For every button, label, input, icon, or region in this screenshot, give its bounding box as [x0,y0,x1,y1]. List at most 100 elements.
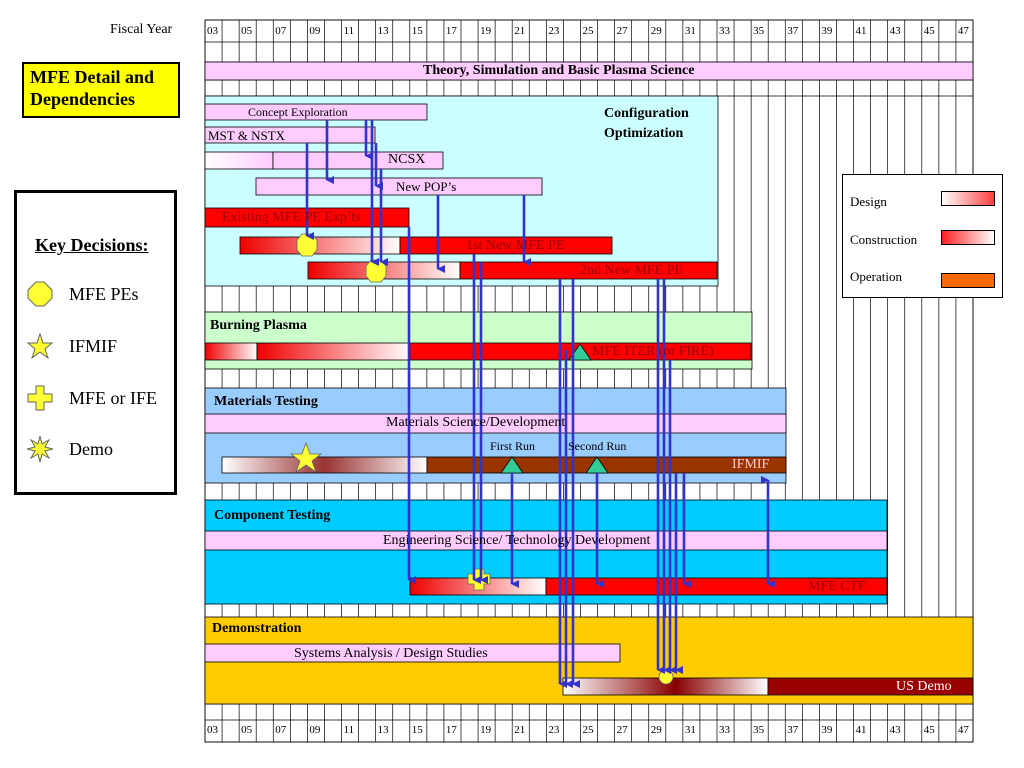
systems-bar [204,643,621,663]
year-tick-label: 47 [957,25,969,37]
sunburst-icon [27,436,53,462]
fiscal-year-label: Fiscal Year [110,22,173,37]
year-tick-label: 17 [445,724,457,736]
pe1-decision-octagon-icon [296,233,318,257]
ctf-label: MFE CTF [808,579,866,594]
legend-swatch-construction [941,230,995,245]
year-tick-label: 27 [616,724,628,736]
year-tick-label: 33 [719,25,730,37]
year-tick-label: 23 [548,724,560,736]
ncsx-design-bar [204,151,274,170]
concept-exploration-label: Concept Exploration [248,105,348,119]
engineering-bar [204,530,888,551]
year-tick-label: 09 [309,724,321,736]
year-tick-label: 37 [787,724,799,736]
concept-exploration-bar [204,103,428,121]
year-tick-label: 33 [719,724,730,736]
year-tick-label: 35 [753,25,765,37]
config-title: Configuration Optimization [604,106,689,141]
ncsx-bar [272,151,444,170]
iter-label: MFE ITER (or FIRE) [592,344,714,359]
pe2-decision-octagon-icon [365,259,387,283]
year-tick-label: 15 [411,25,423,37]
year-tick-label: 31 [684,724,696,736]
legend-label-operation: Operation [850,269,902,284]
theory-bar [204,61,974,81]
iter-construction-bar [256,342,411,361]
pe1-label: 1st New MFE PE [466,238,565,253]
engineering-label: Engineering Science/ Technology Developm… [383,533,651,548]
materials-science-label: Materials Science/Development [386,415,566,430]
year-tick-label: 23 [548,25,560,37]
year-tick-label: 39 [821,25,833,37]
mst-nstx-label: MST & NSTX [208,128,286,143]
year-tick-label: 39 [821,724,833,736]
pe1-operation-bar [399,236,613,255]
demo-decision-sun-icon [658,669,674,685]
key-label-ifmif: IFMIF [69,336,118,356]
year-tick-label: 21 [514,25,526,37]
key-label-mfe-or-ife: MFE or IFE [69,388,158,408]
year-tick-label: 17 [445,25,457,37]
second-run-label: Second Run [568,439,627,453]
legend-swatch-design [941,191,995,206]
year-tick-label: 41 [855,25,867,37]
iter-triangle-icon [568,343,592,361]
year-tick-label: 07 [275,724,287,736]
year-tick-label: 35 [753,724,765,736]
legend-swatch-operation [941,273,995,288]
year-tick-label: 03 [207,724,218,736]
year-tick-label: 43 [889,724,901,736]
year-tick-label: 19 [480,724,492,736]
demo-operation-bar [767,677,974,696]
ifmif-label: IFMIF [732,457,770,472]
mst-nstx-bar [204,126,376,144]
cross-burst-icon [27,385,53,411]
key-label-mfe-pes: MFE PEs [69,284,139,304]
year-tick-label: 29 [650,724,662,736]
component-title: Component Testing [214,508,331,523]
year-tick-label: 07 [275,25,287,37]
year-tick-label: 05 [241,25,253,37]
title-box: MFE Detail and Dependencies [22,62,180,118]
year-tick-label: 09 [309,25,321,37]
year-tick-label: 37 [787,25,799,37]
year-tick-label: 19 [480,25,492,37]
theory-label: Theory, Simulation and Basic Plasma Scie… [423,63,695,78]
octagon-burst-icon [27,281,53,307]
year-tick-label: 05 [241,724,253,736]
burning-title: Burning Plasma [210,318,307,333]
year-tick-label: 31 [684,25,696,37]
ncsx-label: NCSX [388,152,426,167]
star-icon [27,333,53,359]
materials-title: Materials Testing [214,394,318,409]
year-tick-label: 45 [923,724,935,736]
year-tick-label: 47 [957,724,969,736]
pe2-label: 2nd New MFE PE [580,263,684,278]
demo-title: Demonstration [212,621,302,636]
year-tick-label: 21 [514,724,526,736]
year-tick-label: 25 [582,724,594,736]
pe1-design-bar [239,236,401,255]
year-tick-label: 27 [616,25,628,37]
legend-label-design: Design [850,194,887,209]
first-run-label: First Run [490,439,536,453]
year-tick-label: 13 [377,25,389,37]
year-tick-label: 29 [650,25,662,37]
year-tick-label: 45 [923,25,935,37]
year-tick-label: 43 [889,25,901,37]
ifmif-decision-star-icon [289,441,323,474]
year-tick-label: 15 [411,724,423,736]
phase-legend: Design Construction Operation [842,174,1003,298]
key-label-demo: Demo [69,439,113,459]
key-title: Key Decisions: [35,235,149,255]
key-decisions-panel: Key Decisions: MFE PEs IFMIF MFE or IFE … [14,190,177,495]
systems-label: Systems Analysis / Design Studies [294,646,488,661]
ctf-operation-bar [545,577,888,596]
ifmif-construction-bar [221,456,428,474]
existing-pe-label: Existing MFE PE Exp’ts [222,210,361,225]
dependency-arrows [305,120,775,688]
year-tick-label: 03 [207,25,218,37]
us-demo-label: US Demo [896,679,952,694]
year-tick-label: 11 [343,724,355,736]
